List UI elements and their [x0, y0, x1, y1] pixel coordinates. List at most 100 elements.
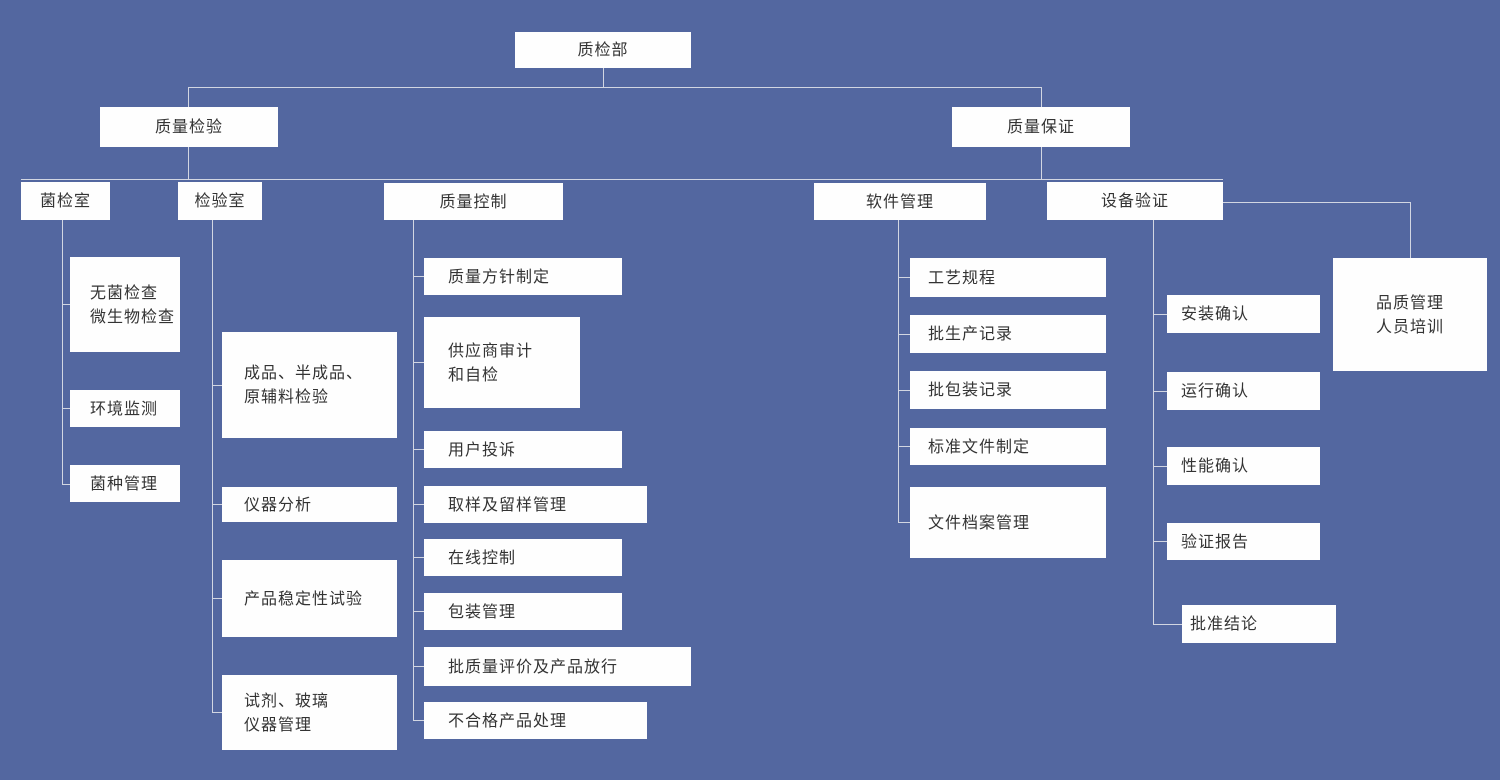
org-node-bacteria-room: 菌检室	[21, 182, 110, 220]
node-label: 批准结论	[1190, 614, 1259, 633]
org-node-stability-test: 产品稳定性试验	[222, 560, 397, 637]
connector-line	[188, 147, 189, 179]
connector-line	[212, 712, 222, 713]
org-node-operation-qualification: 运行确认	[1167, 372, 1320, 410]
node-label: 质量检验	[154, 117, 223, 136]
node-label: 环境监测	[90, 398, 159, 418]
node-label: 质量保证	[1006, 117, 1075, 136]
node-label: 工艺规程	[928, 267, 997, 287]
org-node-quality-inspection: 质量检验	[100, 107, 278, 147]
org-node-software-mgmt: 软件管理	[814, 183, 986, 220]
connector-line	[413, 504, 424, 505]
connector-line	[413, 362, 424, 363]
org-node-validation-report: 验证报告	[1167, 523, 1320, 560]
node-label: 质量控制	[439, 191, 508, 211]
connector-line	[1153, 220, 1154, 624]
node-label: 成品、半成品、	[244, 363, 364, 382]
org-node-equipment-validation: 设备验证	[1047, 182, 1223, 220]
node-label: 菌种管理	[90, 473, 159, 493]
node-label: 不合格产品处理	[448, 710, 568, 730]
connector-line	[1223, 202, 1411, 203]
node-label: 文件档案管理	[928, 512, 1031, 532]
connector-line	[1153, 314, 1167, 315]
org-node-quality-assurance: 质量保证	[952, 107, 1130, 147]
connector-line	[413, 666, 424, 667]
node-label: 试剂、玻璃	[244, 690, 330, 710]
node-label: 取样及留样管理	[448, 494, 568, 514]
connector-line	[413, 449, 424, 450]
org-node-strain-mgmt: 菌种管理	[70, 465, 180, 502]
node-label: 原辅料检验	[244, 387, 330, 406]
connector-line	[413, 557, 424, 558]
org-node-instrument-analysis: 仪器分析	[222, 487, 397, 522]
node-label: 微生物检查	[90, 306, 176, 326]
node-label: 软件管理	[865, 191, 934, 211]
org-node-quality-control: 质量控制	[384, 183, 563, 220]
node-label: 运行确认	[1181, 381, 1250, 400]
node-label: 检验室	[194, 191, 246, 210]
connector-line	[62, 304, 70, 305]
org-node-testing-room: 检验室	[178, 182, 262, 220]
org-node-process-regulation: 工艺规程	[910, 258, 1106, 297]
node-label: 无菌检查	[90, 282, 159, 302]
org-node-online-control: 在线控制	[424, 539, 622, 576]
connector-line	[1410, 202, 1411, 258]
org-node-quality-policy: 质量方针制定	[424, 258, 622, 295]
org-node-quality-training: 品质管理 人员培训	[1333, 258, 1487, 371]
connector-line	[62, 408, 70, 409]
org-node-env-monitoring: 环境监测	[70, 390, 180, 427]
org-node-reagent-mgmt: 试剂、玻璃 仪器管理	[222, 675, 397, 750]
connector-line	[898, 522, 910, 523]
org-node-packaging-mgmt: 包装管理	[424, 593, 622, 630]
connector-line	[212, 598, 222, 599]
org-node-sterile-check: 无菌检查 微生物检查	[70, 257, 180, 352]
node-label: 和自检	[448, 364, 500, 384]
node-label: 批质量评价及产品放行	[448, 656, 619, 676]
node-label: 批生产记录	[928, 324, 1014, 343]
connector-line	[188, 87, 1042, 88]
connector-line	[413, 276, 424, 277]
node-label: 人员培训	[1375, 316, 1444, 336]
connector-line	[1153, 624, 1182, 625]
connector-line	[413, 220, 414, 720]
connector-line	[1041, 87, 1042, 107]
org-node-performance-qualification: 性能确认	[1167, 447, 1320, 485]
connector-line	[188, 87, 189, 107]
node-label: 供应商审计	[448, 340, 534, 360]
connector-line	[1153, 391, 1167, 392]
org-node-batch-packaging-records: 批包装记录	[910, 371, 1106, 409]
connector-line	[603, 68, 604, 87]
node-label: 品质管理	[1375, 292, 1444, 312]
connector-line	[898, 446, 910, 447]
org-node-document-archives: 文件档案管理	[910, 487, 1106, 558]
org-node-quality-dept: 质检部	[515, 32, 691, 68]
connector-line	[1153, 541, 1167, 542]
node-label: 质量方针制定	[448, 266, 551, 286]
connector-line	[898, 220, 899, 522]
node-label: 验证报告	[1181, 531, 1250, 551]
node-label: 菌检室	[39, 191, 91, 210]
org-node-product-testing: 成品、半成品、 原辅料检验	[222, 332, 397, 438]
connector-line	[898, 390, 910, 391]
node-label: 包装管理	[448, 601, 517, 621]
connector-line	[413, 720, 424, 721]
node-label: 安装确认	[1181, 304, 1250, 323]
connector-line	[212, 504, 222, 505]
node-label: 批包装记录	[928, 380, 1014, 399]
connector-line	[898, 277, 910, 278]
node-label: 性能确认	[1181, 456, 1250, 475]
connector-line	[1153, 466, 1167, 467]
node-label: 产品稳定性试验	[244, 588, 364, 608]
org-node-approval-conclusion: 批准结论	[1182, 605, 1336, 643]
connector-line	[21, 179, 1223, 180]
connector-line	[413, 611, 424, 612]
org-node-sampling: 取样及留样管理	[424, 486, 647, 523]
node-label: 用户投诉	[448, 439, 517, 459]
node-label: 设备验证	[1100, 191, 1169, 210]
node-label: 质检部	[577, 40, 629, 59]
org-node-installation-qualification: 安装确认	[1167, 295, 1320, 333]
org-node-nonconforming: 不合格产品处理	[424, 702, 647, 739]
connector-line	[1041, 147, 1042, 179]
connector-line	[62, 220, 63, 484]
